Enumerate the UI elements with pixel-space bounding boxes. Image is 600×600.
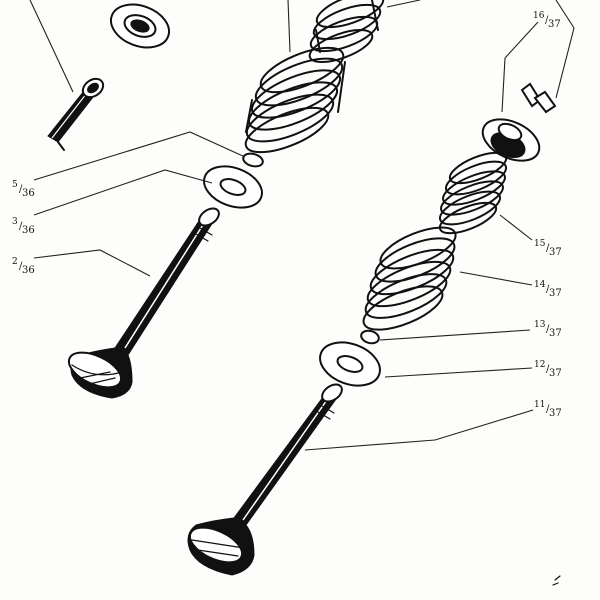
left-washer: [203, 165, 263, 209]
svg-text:15: 15: [534, 239, 546, 249]
svg-text:/: /: [545, 15, 549, 26]
svg-text:37: 37: [549, 368, 562, 379]
svg-text:37: 37: [549, 408, 562, 419]
left-valve: [67, 207, 220, 399]
svg-text:/: /: [546, 404, 550, 415]
left-outer-spring: [244, 46, 346, 154]
valve-collets: [501, 0, 575, 114]
svg-text:36: 36: [22, 225, 35, 236]
svg-text:37: 37: [549, 288, 562, 299]
right-outer-spring: [362, 226, 533, 331]
svg-text:/: /: [546, 364, 550, 375]
svg-text:/: /: [19, 221, 23, 232]
svg-text:5: 5: [12, 180, 18, 190]
svg-text:/: /: [19, 184, 23, 195]
svg-text:37: 37: [549, 247, 562, 258]
label-5-36: 5 / 36: [12, 180, 35, 199]
svg-text:36: 36: [22, 188, 35, 199]
svg-text:3: 3: [12, 217, 18, 227]
svg-text:14: 14: [534, 280, 546, 290]
label-2-36: 2 / 36: [12, 257, 35, 276]
right-small-ring: [360, 329, 531, 345]
svg-text:/: /: [546, 324, 550, 335]
top-washer: [109, 3, 171, 49]
spring-cap: [481, 118, 541, 162]
left-small-ring: [242, 152, 264, 168]
top-outer-spring: [287, 0, 421, 63]
label-14-37: 14 / 37: [534, 280, 562, 299]
svg-text:37: 37: [548, 19, 561, 30]
valve-guide-top-left: [29, 0, 105, 151]
right-washer: [319, 341, 533, 387]
label-16-37: 16 / 37: [533, 11, 561, 30]
label-3-36: 3 / 36: [12, 217, 35, 236]
left-leaders: [33, 131, 246, 277]
svg-text:37: 37: [549, 328, 562, 339]
svg-text:36: 36: [22, 265, 35, 276]
label-13-37: 13 / 37: [534, 320, 562, 339]
svg-text:12: 12: [534, 360, 545, 370]
svg-text:16: 16: [533, 11, 545, 21]
svg-text:13: 13: [534, 320, 546, 330]
label-11-37: 11 / 37: [534, 400, 562, 419]
right-valve: [187, 383, 534, 576]
svg-text:/: /: [19, 261, 23, 272]
label-15-37: 15 / 37: [534, 239, 562, 258]
svg-text:/: /: [546, 284, 550, 295]
svg-text:11: 11: [534, 400, 545, 410]
right-inner-spring: [438, 151, 533, 241]
stray-mark: [552, 575, 561, 586]
label-12-37: 12 / 37: [534, 360, 562, 379]
svg-text:2: 2: [12, 257, 18, 267]
svg-text:/: /: [546, 243, 550, 254]
